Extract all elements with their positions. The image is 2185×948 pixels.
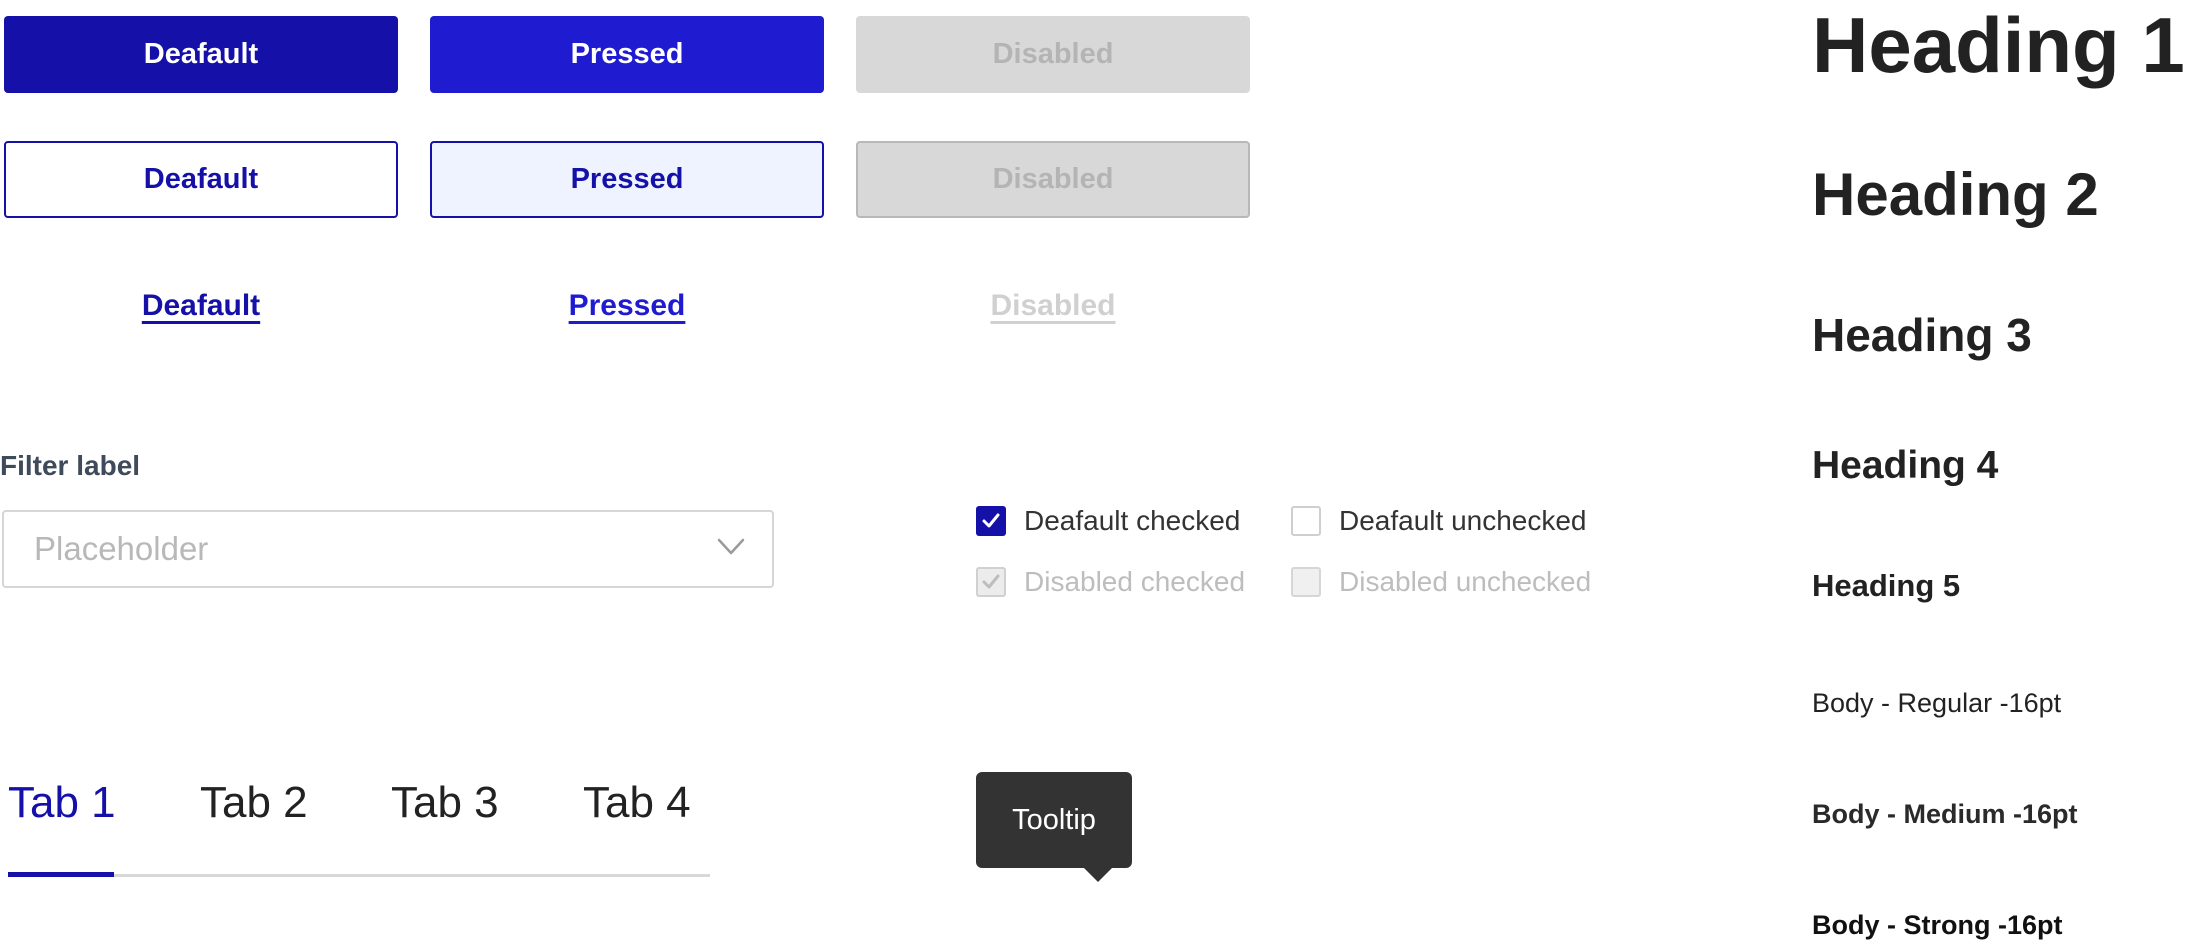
tab-1[interactable]: Tab 1	[8, 778, 116, 827]
link-button-default[interactable]: Deafault	[141, 289, 261, 322]
outline-button-disabled: Disabled	[856, 141, 1250, 218]
checkbox-empty-icon[interactable]	[1291, 506, 1321, 536]
check-icon	[976, 567, 1006, 597]
checkbox-label: Disabled unchecked	[1339, 566, 1592, 597]
filter-select[interactable]: Placeholder	[2, 510, 774, 588]
chevron-down-icon	[716, 536, 746, 563]
link-button-pressed[interactable]: Pressed	[568, 289, 686, 322]
checkbox-label: Deafault checked	[1024, 505, 1241, 536]
heading-1: Heading 1	[1812, 1, 2185, 89]
body-strong: Body - Strong -16pt	[1812, 910, 2063, 940]
primary-button-pressed[interactable]: Pressed	[430, 16, 824, 93]
primary-button-default[interactable]: Deafault	[4, 16, 398, 93]
checkbox-disabled-unchecked: Disabled unchecked	[1291, 566, 1591, 598]
heading-4: Heading 4	[1812, 444, 1999, 487]
checkbox-default-checked[interactable]: Deafault checked	[976, 505, 1240, 537]
heading-3: Heading 3	[1812, 309, 2032, 361]
tab-track	[8, 874, 710, 877]
tab-4[interactable]: Tab 4	[583, 778, 691, 827]
filter-label: Filter label	[0, 450, 141, 481]
link-button-disabled: Disabled	[990, 289, 1116, 322]
checkbox-label: Disabled checked	[1024, 566, 1246, 597]
tab-2[interactable]: Tab 2	[200, 778, 308, 827]
outline-button-default[interactable]: Deafault	[4, 141, 398, 218]
heading-2: Heading 2	[1812, 161, 2099, 228]
body-regular: Body - Regular -16pt	[1812, 688, 2062, 718]
heading-5: Heading 5	[1812, 568, 1961, 603]
tooltip-arrow	[1082, 866, 1114, 882]
outline-button-pressed[interactable]: Pressed	[430, 141, 824, 218]
primary-button-disabled: Disabled	[856, 16, 1250, 93]
tooltip: Tooltip	[976, 772, 1132, 868]
select-placeholder: Placeholder	[34, 530, 209, 567]
body-medium: Body - Medium -16pt	[1812, 799, 2078, 829]
checkbox-label: Deafault unchecked	[1339, 505, 1587, 536]
tab-active-indicator	[8, 872, 114, 877]
checkbox-empty-icon	[1291, 567, 1321, 597]
checkbox-disabled-checked: Disabled checked	[976, 566, 1245, 598]
check-icon[interactable]	[976, 506, 1006, 536]
tab-3[interactable]: Tab 3	[391, 778, 499, 827]
checkbox-default-unchecked[interactable]: Deafault unchecked	[1291, 505, 1587, 537]
